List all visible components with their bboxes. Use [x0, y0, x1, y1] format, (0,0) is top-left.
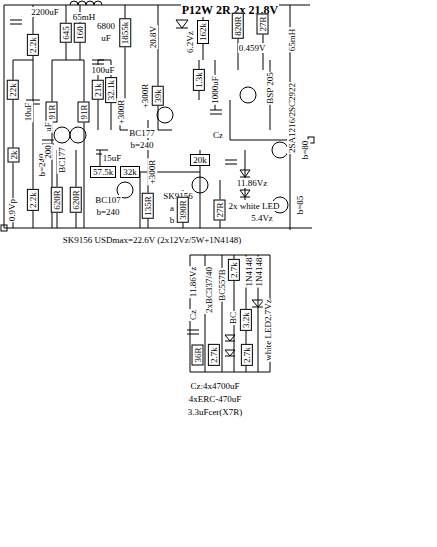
plain-label: 10uF [23, 102, 33, 123]
transistor-symbol [54, 127, 70, 143]
plain-label: BSP 205 [265, 71, 275, 104]
resistor-value: 39k [152, 86, 164, 106]
plain-label: 1000uF [210, 75, 220, 105]
plain-label: 1N4148 [253, 257, 263, 288]
plain-label: white LED2.7Vz [263, 298, 273, 361]
resistor-value: 36R [192, 344, 204, 365]
plain-label: 6.2Vz [185, 30, 195, 54]
plain-label: 0.459V [238, 43, 267, 53]
plain-label: 2x white LED [228, 201, 281, 211]
resistor-value: 1.3k [193, 69, 205, 91]
plain-label: 65mH [287, 28, 297, 53]
plain-label: BC177 [57, 146, 67, 174]
plain-label: 100uF [90, 65, 115, 75]
plain-label: 11.86Vz [236, 178, 268, 188]
resistor-value: 91R [78, 101, 90, 122]
transistor-symbol [70, 127, 86, 143]
resistor-value: 32k [120, 166, 140, 178]
resistor-value: 27R [257, 13, 269, 34]
plain-label: 65mH [72, 12, 97, 22]
resistor-value: 390R [177, 197, 189, 223]
resistor-value: 620R [70, 187, 82, 213]
plain-label: uF [100, 33, 112, 43]
resistor-value: 160 [74, 23, 86, 43]
resistor-value: 2.7k [241, 344, 253, 366]
plain-label: BC107 [94, 195, 122, 205]
sub-circuit-wire [190, 255, 270, 372]
resistor-value: 2.7k [208, 344, 220, 366]
plain-label: 200 [43, 144, 53, 160]
plain-label: 2SA1216/2SC2922 [287, 82, 297, 154]
plain-label: 5.4Vz [250, 213, 274, 223]
plain-label: 3.3uFcer(X7R) [187, 407, 244, 417]
resistor-value: 21k [92, 80, 104, 100]
resistor-value: 91R [46, 101, 58, 122]
resistor-value: 20k [190, 154, 210, 166]
resistor-value: 135R [142, 193, 154, 219]
plain-label: BC [228, 311, 238, 325]
wire [4, 5, 290, 230]
plain-label: SK9156 USDmax=22.6V (2x12Vz/5W+1N4148) [62, 235, 243, 245]
resistor-value: 3.2k [240, 309, 252, 331]
plain-label: b=85 [295, 195, 305, 216]
transistor-symbol [157, 107, 173, 123]
resistor-value: 162k [197, 20, 209, 44]
plain-label: 0.9Vp [7, 198, 17, 222]
plain-label: BC557B [217, 268, 227, 302]
capacitor-symbol [187, 330, 199, 334]
plain-label: uF [43, 121, 53, 133]
plain-label: +300R [147, 159, 157, 186]
resistor-value: 2k [7, 148, 19, 163]
plain-label: 4xERC-470uF [188, 394, 243, 404]
plain-label: 2xBC337/40 [204, 266, 214, 314]
plain-label: a [169, 203, 175, 213]
coil-symbol [70, 1, 102, 5]
plain-label: b=80 [300, 140, 310, 161]
plain-label: 11.86Vz [188, 266, 198, 298]
resistor-value: 57.5k [90, 166, 116, 178]
plain-label: 15uF [102, 153, 123, 163]
plain-label: b=240 [95, 207, 120, 217]
resistor-value: 22k [7, 80, 19, 100]
transistor-symbol [192, 177, 208, 193]
resistor-value: 27R [214, 199, 226, 220]
plain-label: Cz [188, 309, 198, 321]
terminal [1, 225, 7, 231]
resistor-value: 645 [60, 23, 72, 43]
plain-label: Cz [212, 130, 224, 140]
plain-label: 6800 [96, 21, 116, 31]
plain-label: Cz:4x4700uF [189, 381, 240, 391]
plain-label: 1N4148 [243, 257, 253, 288]
transistor-symbol [240, 87, 256, 103]
resistor-value: 820R [232, 13, 244, 39]
plain-label: 2200uF [30, 7, 60, 17]
resistor-value: 2.7k [228, 259, 240, 281]
resistor-value: 32.1k [105, 77, 117, 103]
plain-label: +300R [140, 83, 150, 110]
resistor-value: 1855k [119, 19, 131, 48]
plain-label: b=240 [129, 140, 154, 150]
plain-label: b [169, 215, 176, 225]
plain-label: 20.8V [148, 25, 158, 49]
resistor-value: 2.2k [27, 34, 39, 56]
plain-label: BC177 [128, 128, 156, 138]
resistor-value: 2.2k [27, 189, 39, 211]
plain-label: +300R [116, 99, 126, 126]
transistor-symbol [272, 142, 288, 158]
resistor-value: 620R [51, 187, 63, 213]
